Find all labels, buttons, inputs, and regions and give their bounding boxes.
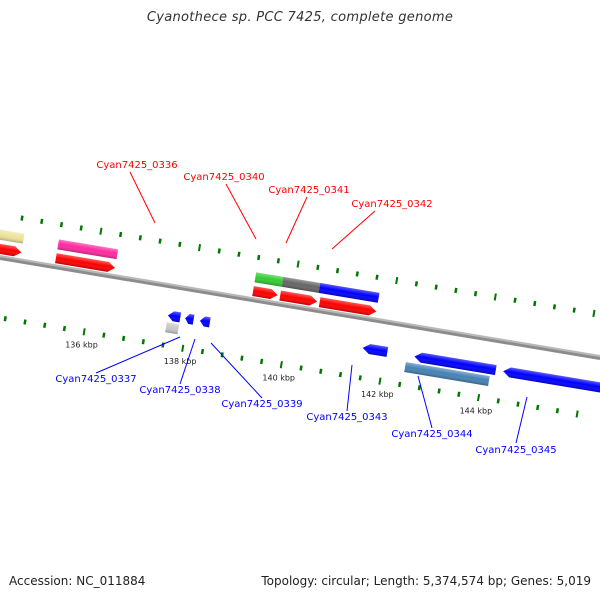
feature-shading bbox=[281, 276, 321, 293]
gene-label[interactable]: Cyan7425_0345 bbox=[475, 445, 556, 456]
major-tick bbox=[296, 260, 300, 268]
gene-Cyan7425_0336[interactable] bbox=[57, 239, 119, 260]
feature-shading bbox=[414, 352, 497, 375]
genome-backbone bbox=[0, 257, 600, 360]
label-leader-line bbox=[331, 210, 376, 250]
label-leader-line bbox=[285, 196, 308, 244]
tick-label: 138 kbp bbox=[164, 357, 197, 366]
feature-shading bbox=[362, 344, 389, 357]
major-tick bbox=[378, 377, 382, 385]
gene-Cyan7425_0337[interactable] bbox=[167, 310, 182, 323]
gene-label[interactable]: Cyan7425_0336 bbox=[96, 160, 177, 171]
feature-shading bbox=[185, 313, 195, 325]
label-leader-line bbox=[515, 396, 528, 444]
gene-label[interactable]: Cyan7425_0341 bbox=[268, 185, 349, 196]
backbone-layer bbox=[0, 255, 600, 360]
label-leader-line bbox=[346, 364, 353, 412]
map-title: Cyanothece sp. PCC 7425, complete genome bbox=[146, 10, 454, 25]
gene-Cyan7425_0340[interactable] bbox=[254, 272, 284, 287]
red-cds-3[interactable] bbox=[252, 286, 278, 300]
major-tick bbox=[99, 227, 103, 235]
ticks-layer: 136 kbp 138 kbp 140 kbp 142 kbp 144 kbp bbox=[3, 215, 596, 418]
gene-label[interactable]: Cyan7425_0338 bbox=[139, 385, 220, 396]
yellow-feature[interactable] bbox=[0, 204, 25, 244]
label-leader-line bbox=[129, 171, 156, 224]
feature-shading bbox=[252, 286, 278, 299]
gene-Cyan7425_0338[interactable] bbox=[184, 313, 195, 325]
major-tick bbox=[279, 361, 283, 369]
major-tick bbox=[575, 410, 579, 418]
gene-label[interactable]: Cyan7425_0344 bbox=[391, 429, 472, 440]
feature-shading bbox=[57, 239, 119, 260]
gene-label[interactable]: Cyan7425_0343 bbox=[306, 412, 387, 423]
labels-layer: Cyan7425_0336Cyan7425_0340Cyan7425_0341C… bbox=[55, 160, 556, 456]
accession-text: Accession: NC_011884 bbox=[9, 574, 146, 588]
topology-text: Topology: circular; Length: 5,374,574 bp… bbox=[261, 574, 591, 588]
feature-shading bbox=[503, 367, 600, 398]
red-cds-4[interactable] bbox=[279, 290, 318, 307]
backbone-highlight bbox=[0, 255, 600, 357]
major-tick bbox=[197, 244, 202, 252]
steelblue-feature[interactable] bbox=[404, 362, 490, 386]
tick-label: 144 kbp bbox=[460, 406, 493, 415]
label-leader-line bbox=[210, 342, 263, 399]
gene-Cyan7425_0345[interactable] bbox=[502, 366, 600, 398]
feature-shading bbox=[199, 316, 211, 328]
grey-feature[interactable] bbox=[165, 322, 180, 335]
tick-label: 136 kbp bbox=[65, 341, 98, 350]
gene-Cyan7425_0342[interactable] bbox=[318, 283, 380, 303]
feature-shading bbox=[165, 322, 180, 335]
gene-label[interactable]: Cyan7425_0339 bbox=[221, 399, 302, 410]
feature-shading bbox=[404, 362, 490, 386]
gene-Cyan7425_0343[interactable] bbox=[362, 343, 389, 357]
feature-shading bbox=[0, 204, 25, 244]
gene-label[interactable]: Cyan7425_0340 bbox=[183, 172, 264, 183]
feature-shading bbox=[318, 297, 377, 316]
feature-shading bbox=[279, 290, 318, 306]
feature-shading bbox=[167, 311, 182, 323]
major-tick bbox=[476, 393, 481, 402]
gene-label[interactable]: Cyan7425_0337 bbox=[55, 374, 136, 385]
feature-shading bbox=[254, 272, 284, 287]
feature-shading bbox=[55, 253, 116, 272]
label-leader-line bbox=[179, 338, 196, 385]
major-tick bbox=[181, 344, 185, 352]
red-cds-2[interactable] bbox=[55, 253, 116, 273]
major-tick bbox=[592, 309, 596, 318]
red-cds-5[interactable] bbox=[318, 297, 377, 316]
feature-shading bbox=[318, 283, 380, 303]
label-leader-line bbox=[417, 375, 433, 429]
label-leader-line bbox=[225, 183, 257, 240]
gene-label[interactable]: Cyan7425_0342 bbox=[351, 199, 432, 210]
tick-label: 140 kbp bbox=[262, 373, 295, 382]
tick-label: 142 kbp bbox=[361, 390, 394, 399]
gene-Cyan7425_0344[interactable] bbox=[414, 352, 497, 375]
gene-Cyan7425_0339[interactable] bbox=[199, 316, 211, 328]
major-tick bbox=[395, 276, 399, 285]
major-tick bbox=[82, 328, 86, 336]
label-leader-line bbox=[95, 336, 181, 374]
major-tick bbox=[493, 293, 497, 301]
gene-Cyan7425_0341[interactable] bbox=[281, 276, 321, 293]
